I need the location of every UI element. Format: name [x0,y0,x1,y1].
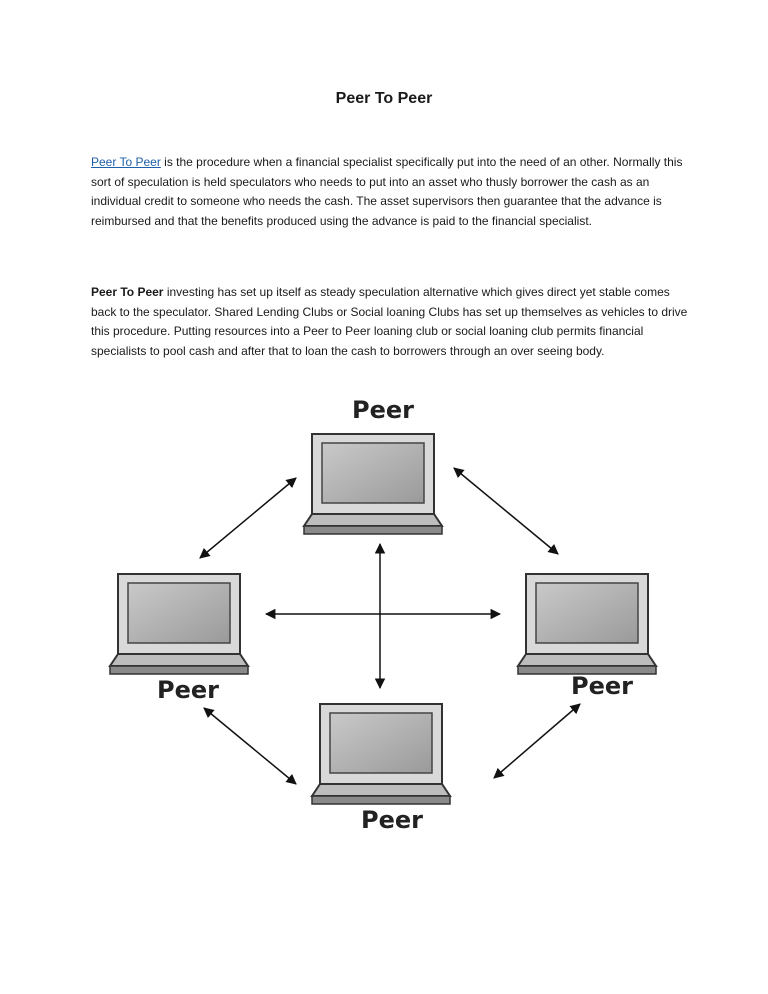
peer-to-peer-link[interactable]: Peer To Peer [91,155,161,169]
laptop-icon-left [108,573,250,675]
document-title: Peer To Peer [335,90,433,107]
arrow-bottom-right [493,703,581,779]
arrow-bottom-left [203,707,297,785]
paragraph-1: Peer To Peer is the procedure when a fin… [91,153,691,231]
paragraph-2: Peer To Peer investing has set up itself… [91,283,691,361]
paragraph-2-lead: Peer To Peer [91,285,164,299]
peer-to-peer-diagram: Peer Peer Peer Peer [88,386,703,846]
peer-label-right: Peer [571,672,633,700]
paragraph-2-text: investing has set up itself as steady sp… [91,285,688,358]
arrow-top-right [453,467,559,555]
laptop-icon-bottom [310,703,452,805]
laptop-icon-top [302,433,444,535]
peer-label-top: Peer [352,396,414,424]
laptop-icon-right [516,573,658,675]
peer-label-bottom: Peer [361,806,423,834]
peer-label-left: Peer [157,676,219,704]
arrow-top-left [199,477,297,559]
paragraph-1-text: is the procedure when a financial specia… [91,155,683,228]
